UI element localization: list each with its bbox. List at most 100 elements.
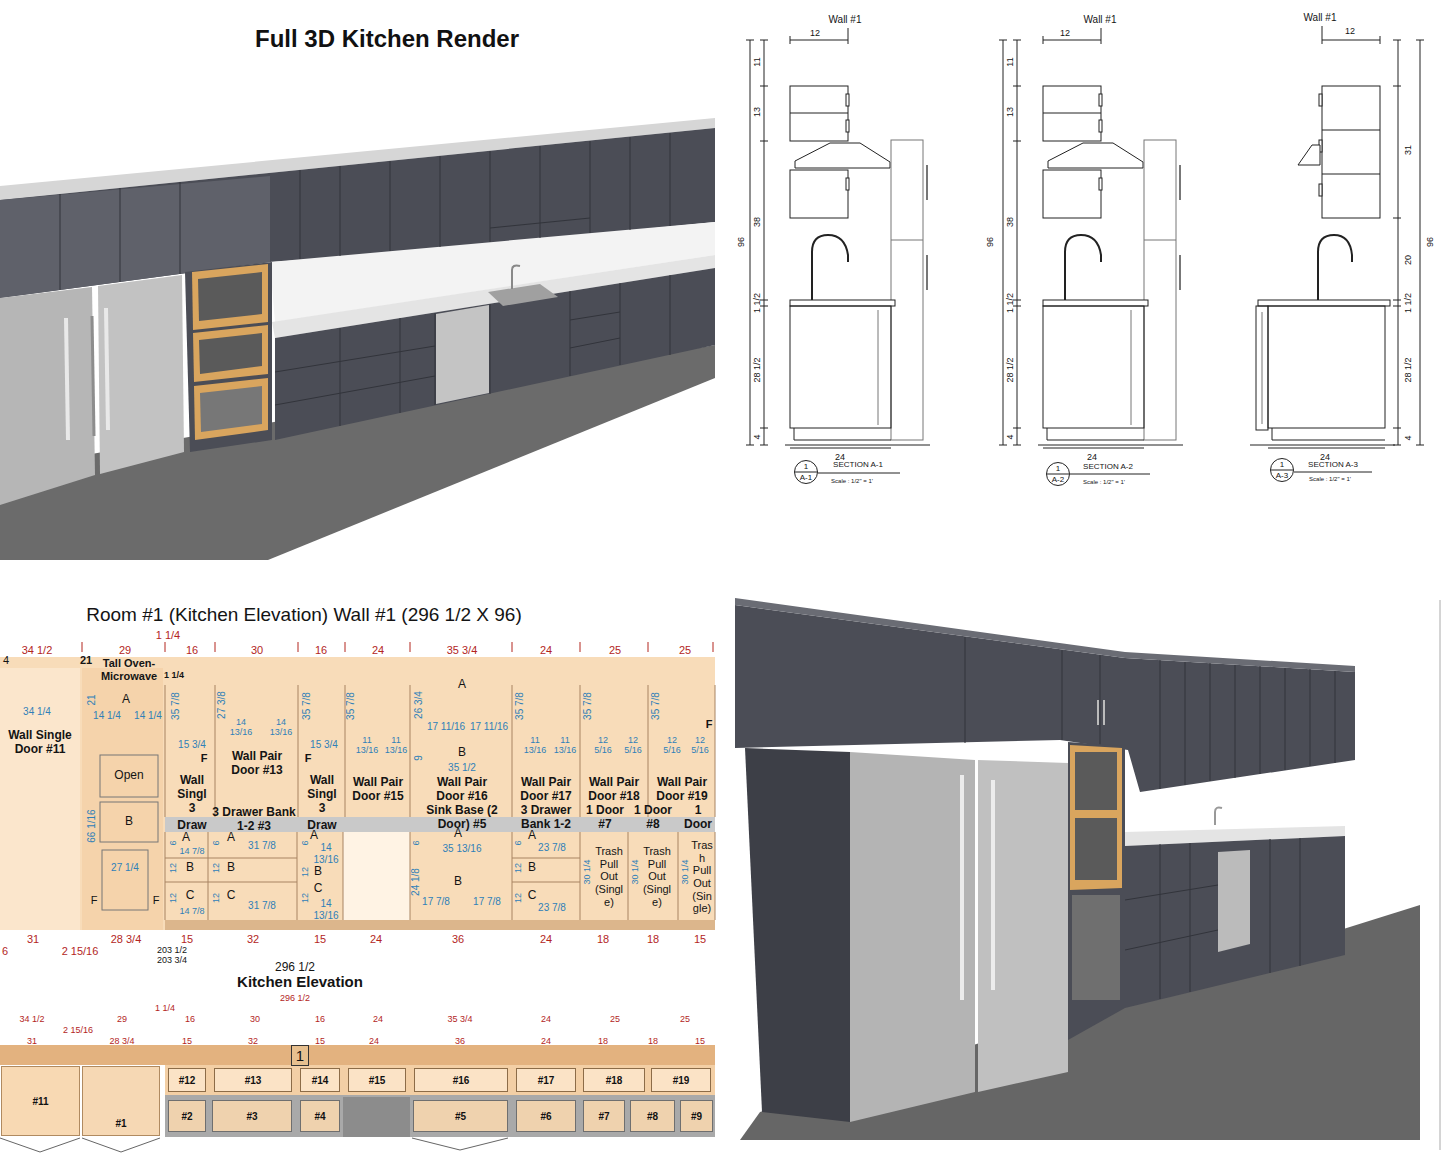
- annotation-text: F: [201, 752, 208, 765]
- annotation-text: A: [528, 829, 536, 843]
- dimension-text: 25: [680, 1014, 690, 1024]
- section-views: [1398, 40, 1399, 445]
- annotation-text: 24: [1087, 452, 1097, 462]
- section-views: [1070, 474, 1150, 475]
- annotation-text: Trash Pull Out (Single): [640, 845, 674, 908]
- elevation-drawing: [215, 685, 216, 817]
- annotation-text: SECTION A-1: [833, 460, 883, 469]
- section-views: [999, 28, 1183, 448]
- callout-divider: [1271, 470, 1293, 471]
- plan-drawing: [0, 1138, 508, 1152]
- plan-base-cabinet: #3: [212, 1100, 292, 1132]
- plan-drawing: [0, 1138, 40, 1152]
- plan-drawing: [0, 1045, 715, 1152]
- render-3d-right: [1075, 752, 1117, 810]
- annotation-text: 4: [1403, 435, 1413, 440]
- plan-base-cabinet: #6: [516, 1100, 576, 1132]
- inner-dimension: 11 13/16: [552, 735, 578, 756]
- render-3d-left: [60, 194, 61, 290]
- plan-drawing: [412, 1138, 460, 1150]
- annotation-text: 296 1/2: [275, 961, 315, 975]
- cabinet-number: #16: [453, 1075, 470, 1086]
- render-3d-left: [490, 304, 491, 394]
- plan-base-cabinet: #7: [583, 1100, 625, 1132]
- inner-dimension: 12: [168, 893, 178, 903]
- annotation-text: Wall #1: [829, 14, 862, 26]
- render-3d-right: [991, 780, 995, 990]
- dimension-text: 25: [610, 1014, 620, 1024]
- elevation-drawing: [82, 668, 163, 930]
- inner-dimension: 17 11/16: [427, 721, 465, 733]
- elevation-drawing: [165, 858, 208, 859]
- dimension-text: 18: [648, 1036, 658, 1046]
- annotation-text: A: [458, 678, 466, 692]
- inner-dimension: 12 5/16: [687, 735, 713, 756]
- render-3d-left: [194, 378, 268, 440]
- annotation-text: 1 1/2: [1403, 293, 1413, 313]
- annotation-text: B: [314, 865, 322, 879]
- inner-dimension: 14 13/16: [226, 717, 256, 738]
- annotation-text: 38: [1005, 217, 1015, 227]
- section-views: [1318, 235, 1352, 300]
- inner-dimension: 12: [211, 863, 221, 873]
- annotation-text: Wall Singl 3: [303, 774, 341, 815]
- elevation-drawing: [298, 685, 299, 817]
- annotation-text: 28 1/2: [1005, 357, 1015, 382]
- render-3d-right: [1125, 836, 1345, 1008]
- section-views: [1393, 306, 1401, 307]
- section-views: [1256, 306, 1268, 430]
- inner-dimension: 12: [300, 893, 310, 903]
- elevation-drawing: [648, 685, 649, 817]
- section-views: [1294, 472, 1372, 473]
- dimension-text: 31: [27, 1036, 37, 1046]
- section-views: [1322, 174, 1380, 175]
- annotation-text: 1 Door #7: [583, 804, 627, 832]
- section-callout-text: A-2: [1047, 475, 1069, 484]
- elevation-drawing: [165, 832, 166, 920]
- annotation-text: 20: [1403, 255, 1413, 265]
- dimension-text: 28 3/4: [109, 1036, 134, 1046]
- dimension-text: 24: [540, 644, 552, 657]
- elevation-drawing: [648, 642, 649, 652]
- section-callout-text: A-3: [1271, 471, 1293, 480]
- annotation-text: 203 3/4: [157, 955, 187, 965]
- inner-dimension: 35 7/8: [170, 692, 182, 720]
- inner-dimension: 27 1/4: [111, 862, 139, 874]
- section-views: [1393, 40, 1401, 41]
- inner-dimension: 17 7/8: [473, 896, 501, 908]
- inner-dimension: 23 7/8: [538, 842, 566, 854]
- annotation-text: Wall Pair Door #17: [514, 776, 578, 804]
- render-3d-left: [440, 156, 441, 247]
- elevation-drawing: [343, 832, 410, 920]
- annotation-text: 3 Drawer Bank 1-2: [513, 804, 579, 832]
- inner-dimension: 14 1/4: [93, 710, 121, 722]
- dimension-text: 296 1/2: [280, 993, 310, 1003]
- render-3d-left: [490, 218, 590, 228]
- plan-drawing: [121, 1138, 160, 1152]
- annotation-text: 28 1/2: [752, 357, 762, 382]
- annotation-text: F: [706, 718, 713, 731]
- inner-dimension: 12 5/16: [620, 735, 646, 756]
- annotation-text: 96: [985, 237, 995, 247]
- inner-dimension: 14 7/8: [179, 906, 204, 916]
- render-3d-left: [436, 305, 489, 404]
- plan-base-cabinet: #9: [680, 1100, 713, 1132]
- elevation-drawing: [512, 858, 580, 859]
- plan-base-cabinet: #5: [413, 1100, 508, 1132]
- dimension-text: 15: [315, 1036, 325, 1046]
- annotation-text: 1 1/2: [752, 293, 762, 313]
- inner-dimension: 26 3/4: [413, 691, 425, 719]
- plan-wall-cabinet: #19: [651, 1068, 711, 1092]
- annotation-text: Scale : 1/2" = 1': [831, 478, 873, 485]
- dimension-text: 1 1/4: [155, 1003, 175, 1013]
- section-views: [1322, 36, 1323, 44]
- elevation-drawing: [678, 832, 679, 920]
- section-views: [1416, 445, 1424, 446]
- render-3d-left: [200, 386, 262, 432]
- dimension-text: 25: [609, 644, 621, 657]
- annotation-text: B: [458, 746, 466, 760]
- inner-dimension: 17 11/16: [470, 721, 508, 733]
- render-3d-right: [735, 598, 1440, 1150]
- inner-dimension: 14 13/16: [266, 717, 296, 738]
